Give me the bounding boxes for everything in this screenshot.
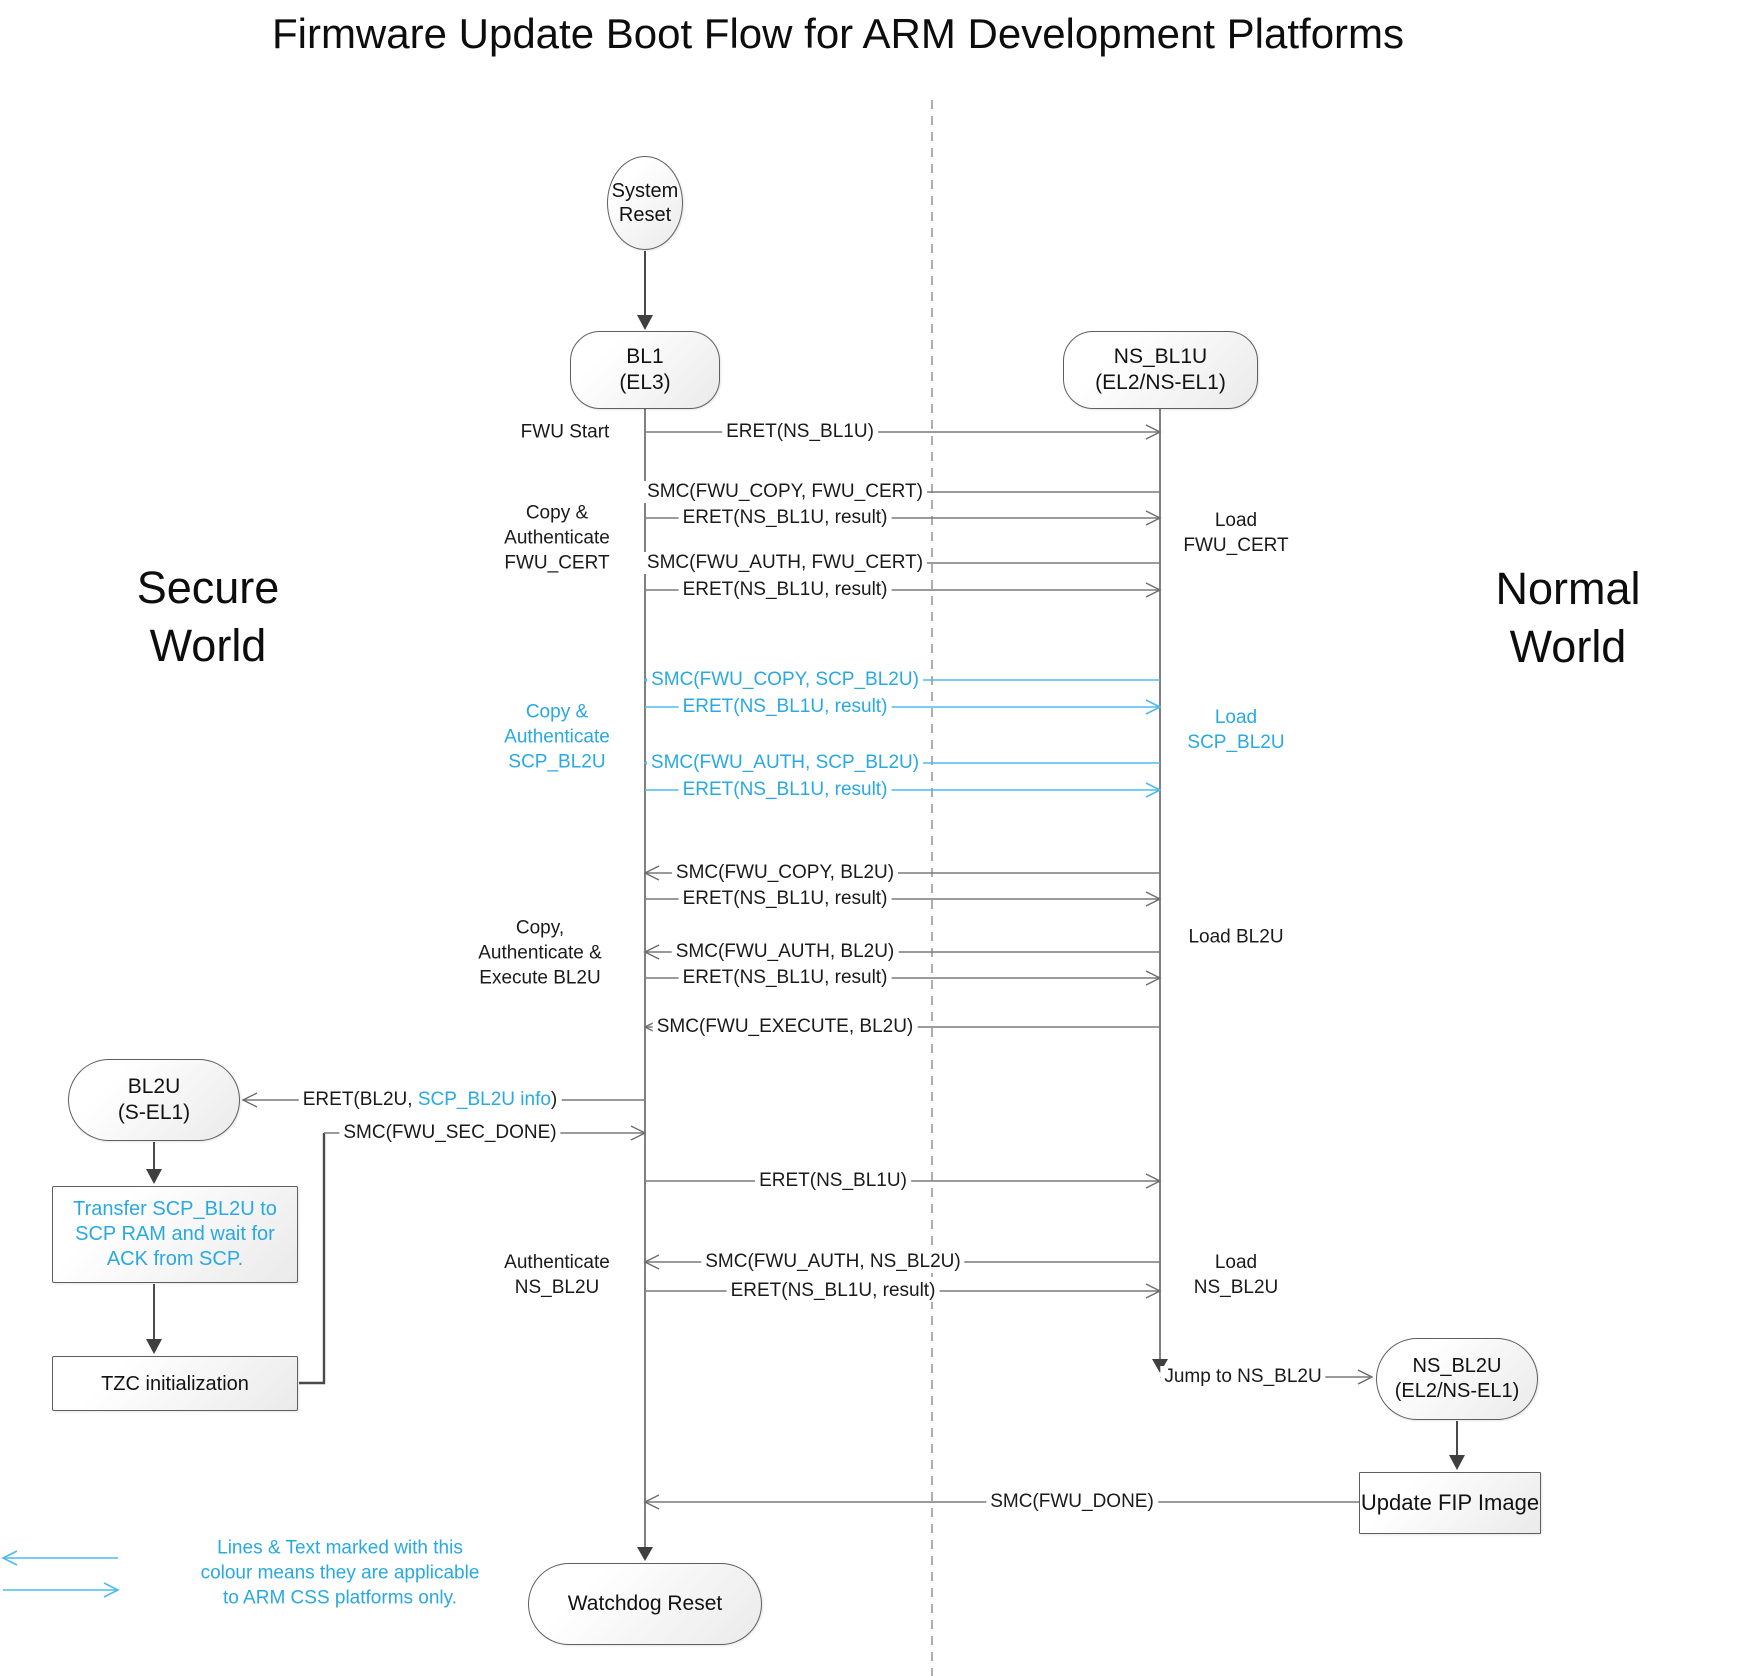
page-title: Firmware Update Boot Flow for ARM Develo…: [271, 10, 1405, 57]
annotation-load-ns-bl2u: Load NS_BL2U: [1193, 1252, 1279, 1298]
message-label: SMC(FWU_DONE): [986, 1491, 1158, 1513]
annotation-authenticate-ns-bl2u: Authenticate NS_BL2U: [504, 1252, 610, 1298]
normal-world-label: Normal World: [1495, 563, 1641, 672]
message-label-css: ERET(NS_BL1U, result): [678, 779, 892, 801]
arrow-ns-bl2u-to-update-fip: [1449, 1421, 1465, 1470]
message-label: SMC(FWU_COPY, BL2U): [671, 862, 899, 884]
message-label-css: ERET(NS_BL1U, result): [678, 696, 892, 718]
annotation-copy-auth-fwu-cert: Copy & Authenticate FWU_CERT: [504, 502, 610, 574]
message-label: ERET(NS_BL1U): [755, 1170, 911, 1192]
tzc-to-smc-sec-done-elbow: [299, 1133, 326, 1385]
annotation-copy-auth-scp-bl2u: Copy & Authenticate SCP_BL2U: [504, 701, 610, 773]
annotation-load-fwu-cert: Load FWU_CERT: [1183, 510, 1289, 556]
message-label-eret-bl2u: ERET(BL2U, SCP_BL2U info): [298, 1089, 562, 1111]
node-bl2u: BL2U (S-EL1): [68, 1059, 240, 1141]
label-part: ): [550, 1089, 558, 1110]
annotation-fwu-start: FWU Start: [520, 421, 610, 443]
message-label: ERET(NS_BL1U, result): [678, 888, 892, 910]
node-tzc-initialization: TZC initialization: [52, 1356, 298, 1411]
message-label: ERET(NS_BL1U, result): [678, 507, 892, 529]
secure-world-label: Secure World: [136, 562, 280, 671]
node-ns-bl1u: NS_BL1U (EL2/NS-EL1): [1063, 331, 1258, 409]
message-label: SMC(FWU_AUTH, FWU_CERT): [642, 552, 928, 574]
annotation-copy-auth-exec-bl2u: Copy, Authenticate & Execute BL2U: [478, 917, 602, 989]
message-label-css: SMC(FWU_AUTH, SCP_BL2U): [646, 752, 924, 774]
node-update-fip-image: Update FIP Image: [1359, 1472, 1541, 1534]
message-label: SMC(FWU_AUTH, BL2U): [671, 941, 899, 963]
arrow-system-reset-to-bl1: [637, 251, 653, 330]
message-label: SMC(FWU_COPY, FWU_CERT): [643, 481, 927, 503]
label-part: ERET(BL2U,: [302, 1089, 418, 1110]
arrow-bl2u-to-transfer: [146, 1142, 162, 1184]
node-transfer-scp-bl2u: Transfer SCP_BL2U to SCP RAM and wait fo…: [52, 1186, 298, 1283]
legend-css-arrow-right: [3, 1582, 120, 1598]
message-label: ERET(NS_BL1U, result): [726, 1280, 940, 1302]
node-ns-bl2u: NS_BL2U (EL2/NS-EL1): [1376, 1338, 1538, 1420]
message-label: ERET(NS_BL1U, result): [678, 579, 892, 601]
message-label-jump: Jump to NS_BL2U: [1160, 1366, 1326, 1388]
arrow-transfer-to-tzc: [146, 1284, 162, 1354]
message-label: SMC(FWU_EXECUTE, BL2U): [652, 1016, 918, 1038]
annotation-load-bl2u: Load BL2U: [1188, 926, 1284, 948]
node-watchdog-reset: Watchdog Reset: [528, 1563, 762, 1645]
node-bl1: BL1 (EL3): [570, 331, 720, 409]
legend-note: Lines & Text marked with this colour mea…: [200, 1537, 480, 1609]
message-label: ERET(NS_BL1U, result): [678, 967, 892, 989]
message-label: SMC(FWU_AUTH, NS_BL2U): [701, 1251, 965, 1273]
ns-bl1u-lifeline-arrowhead: [1152, 1359, 1168, 1373]
node-system-reset: System Reset: [607, 156, 683, 250]
annotation-load-scp-bl2u: Load SCP_BL2U: [1187, 707, 1285, 753]
message-label: SMC(FWU_SEC_DONE): [339, 1122, 561, 1144]
message-label-css: SMC(FWU_COPY, SCP_BL2U): [647, 669, 923, 691]
bl1-lifeline-arrowhead: [637, 1547, 653, 1561]
legend-css-arrow-left: [1, 1550, 118, 1566]
label-part-css: SCP_BL2U info: [417, 1089, 551, 1110]
message-label: ERET(NS_BL1U): [722, 421, 878, 443]
